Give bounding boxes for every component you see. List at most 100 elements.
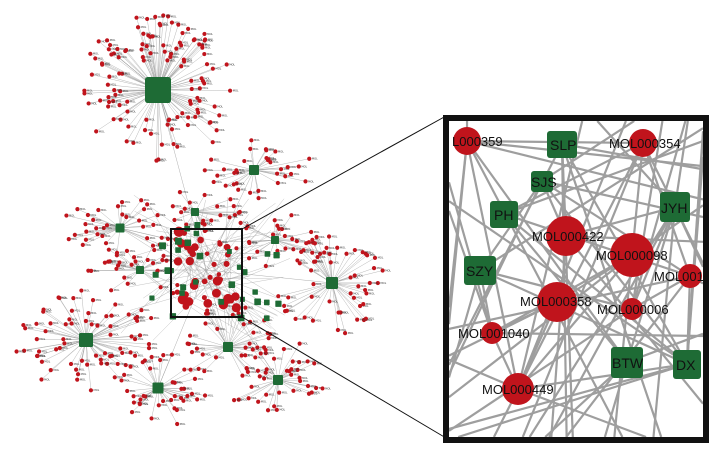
compound-node-label: MOL [128,49,134,53]
compound-node-label: MOL [214,158,220,162]
compound-node [276,226,282,231]
compound-node-label: MOL [367,318,373,322]
compound-node-label: MOL [179,47,185,51]
compound-node [312,361,317,366]
compound-node-label: MOL [196,38,202,42]
compound-node [169,20,175,25]
compound-node [174,289,180,295]
compound-node [234,168,239,173]
edge [85,320,138,341]
edge [277,379,312,393]
edge [194,199,231,213]
compound-node [223,243,231,251]
compound-node [186,115,191,120]
herb-node [236,264,243,270]
compound-node-label: MOL [176,142,182,146]
compound-node-label: MOL [145,55,151,59]
compound-node [115,204,121,209]
compound-node-label: MOL [365,250,371,254]
edge [449,308,633,432]
compound-node [43,329,48,334]
compound-node [290,359,295,364]
compound-node-label: MOL [150,258,156,262]
compound-node [151,222,156,228]
compound-node-label: MOL [247,159,253,163]
compound-node [255,249,260,254]
compound-node-label: MOL [222,113,228,117]
compound-node-label: MOL [110,83,116,87]
compound-node-label: MOL [192,342,198,346]
compound-node [94,226,99,231]
edge [205,169,255,271]
compound-node-label: MOL [106,226,112,230]
compound-node [266,336,271,341]
compound-node-label: MOL [170,58,176,62]
compound-node-label: MOL [269,148,275,152]
compound-node [296,164,301,169]
compound-node [182,367,187,372]
compound-node [231,204,236,209]
edge [87,214,121,229]
compound-node [108,324,113,329]
compound-node-label: MOL [314,390,320,394]
compound-node-label: MOL [89,238,95,242]
compound-node [217,241,223,247]
compound-node-label: MOL [116,51,122,55]
compound-node [363,287,368,293]
compound-node [231,398,237,403]
compound-node [290,236,295,242]
compound-node-label: MOL [156,261,162,265]
compound-node [132,336,138,342]
compound-node-label: MOL [130,100,136,104]
edge [274,239,313,253]
compound-node-label: MOL [282,391,288,395]
edge [517,254,633,390]
compound-node [211,261,217,267]
compound-node [164,258,169,263]
compound-node-label: MOL [150,202,156,206]
edge [81,290,87,341]
compound-node [189,251,196,258]
compound-node-label: MOL [250,370,256,374]
compound-node [197,86,202,91]
herb-node [159,242,166,250]
compound-node [96,39,101,44]
compound-node [148,131,154,136]
edge [143,237,230,299]
compound-node-label: MOL [300,368,306,372]
compound-node [295,258,300,263]
compound-node-label: MOL [129,215,135,219]
compound-node [342,331,348,336]
compound-node [158,285,163,290]
compound-node-label: MOL [69,213,75,217]
compound-node-label: MOL [300,258,306,262]
compound-node-label: MOL [39,337,45,341]
compound-node-label: MOL [130,109,136,113]
edge [652,206,677,437]
compound-node [352,247,357,253]
label-mol449: MOL000449 [482,382,554,397]
compound-node [305,359,310,364]
compound-node-label: MOL [174,52,180,56]
edge [274,231,312,241]
edge [449,140,469,308]
compound-node-label: MOL [315,238,321,242]
compound-node-label: MOL [91,213,97,217]
edge [196,346,229,349]
compound-node [150,261,156,266]
compound-node [141,58,146,63]
compound-node-label: MOL [348,331,354,335]
compound-node-label: MOL [110,362,116,366]
compound-node [120,350,125,356]
compound-node [175,282,180,288]
compound-node [155,213,160,218]
edge [214,275,278,299]
herb-node [179,290,185,296]
compound-node-label: MOL [141,25,147,29]
herb-node [145,77,171,103]
edge [157,269,207,389]
compound-node [36,349,42,354]
compound-node-label: MOL [153,35,159,39]
edge [41,339,87,362]
edge [253,169,292,175]
